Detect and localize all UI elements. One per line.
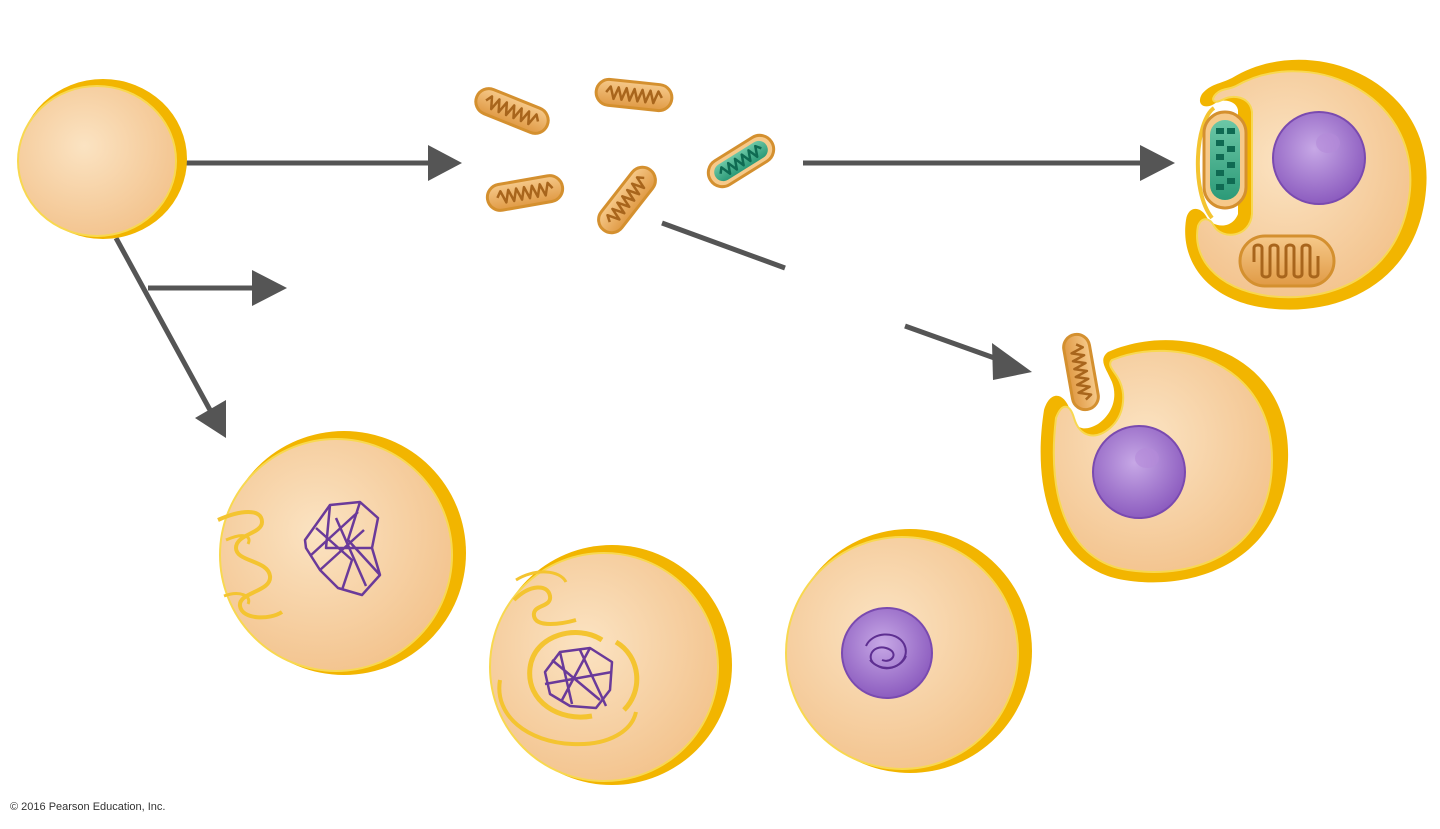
dna-icon — [543, 646, 614, 710]
nucleus-icon — [1272, 111, 1366, 205]
arrow-icon — [148, 270, 287, 306]
chloroplast-icon — [1202, 110, 1248, 210]
nucleated-cell — [785, 529, 1032, 773]
arrows — [113, 145, 1175, 438]
cell-icon — [217, 431, 466, 675]
mitochondrion-icon — [591, 160, 663, 240]
free-bacteria — [470, 76, 781, 240]
arrow-icon — [113, 236, 226, 438]
mitochondrion-icon — [593, 76, 675, 114]
nucleus-icon — [841, 607, 933, 699]
ancestral-cell — [17, 79, 187, 239]
enclosing-cell — [489, 545, 732, 785]
mitochondrion-icon — [470, 83, 554, 139]
cell-icon — [489, 545, 732, 785]
photosynthetic-cell — [1185, 59, 1427, 310]
chloroplast-icon — [701, 128, 781, 194]
dna-icon — [303, 500, 382, 597]
mitochondrion-icon — [483, 172, 567, 214]
arrow-icon — [186, 145, 462, 181]
engulfing-cell — [1040, 330, 1289, 583]
mitochondrion-icon — [1060, 330, 1102, 414]
nucleus-icon — [1092, 425, 1186, 519]
infolding-cell — [217, 431, 466, 675]
copyright-notice: © 2016 Pearson Education, Inc. — [10, 801, 166, 813]
arrow-icon — [904, 323, 1032, 380]
cell-icon — [17, 79, 187, 239]
arrow-icon — [661, 220, 786, 271]
arrow-icon — [803, 145, 1175, 181]
mitochondrion-icon — [1238, 234, 1336, 288]
